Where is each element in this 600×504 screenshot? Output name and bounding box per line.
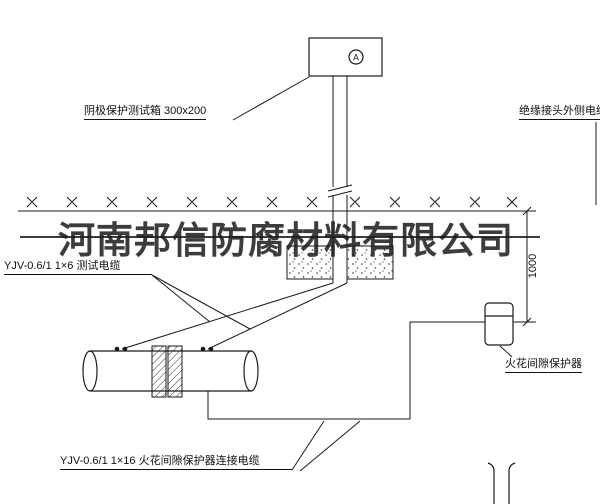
test-box <box>308 37 383 77</box>
test-box-label: 阴极保护测试箱 300x200 <box>84 105 207 120</box>
leader-lines <box>151 76 597 472</box>
dimension-line <box>513 206 536 327</box>
outer-cable-label: 绝缘接头外侧电缆 <box>519 105 600 120</box>
test-cable-label: YJV-0.6/1 1×6 测试电缆 <box>4 260 152 275</box>
ground-line <box>18 196 520 212</box>
spark-cable-label: YJV-0.6/1 1×16 火花间隙保护器连接电缆 <box>60 455 292 470</box>
spark-gap-protector <box>484 302 514 346</box>
cable-weld-points <box>114 346 214 352</box>
company-watermark: 河南邦信防腐材料有限公司 <box>58 221 514 262</box>
ground-hatch-marks <box>26 196 518 208</box>
test-cables <box>121 282 348 350</box>
dimension-text-1000: 1000 <box>527 253 539 279</box>
meter-letter: A <box>353 53 359 63</box>
insulating-flange <box>151 345 183 398</box>
clamp-symbol <box>487 462 516 504</box>
spark-gap-label: 火花间隙保护器 <box>505 358 582 373</box>
foundation-blocks <box>286 245 394 280</box>
spark-gap-cable <box>207 321 485 420</box>
